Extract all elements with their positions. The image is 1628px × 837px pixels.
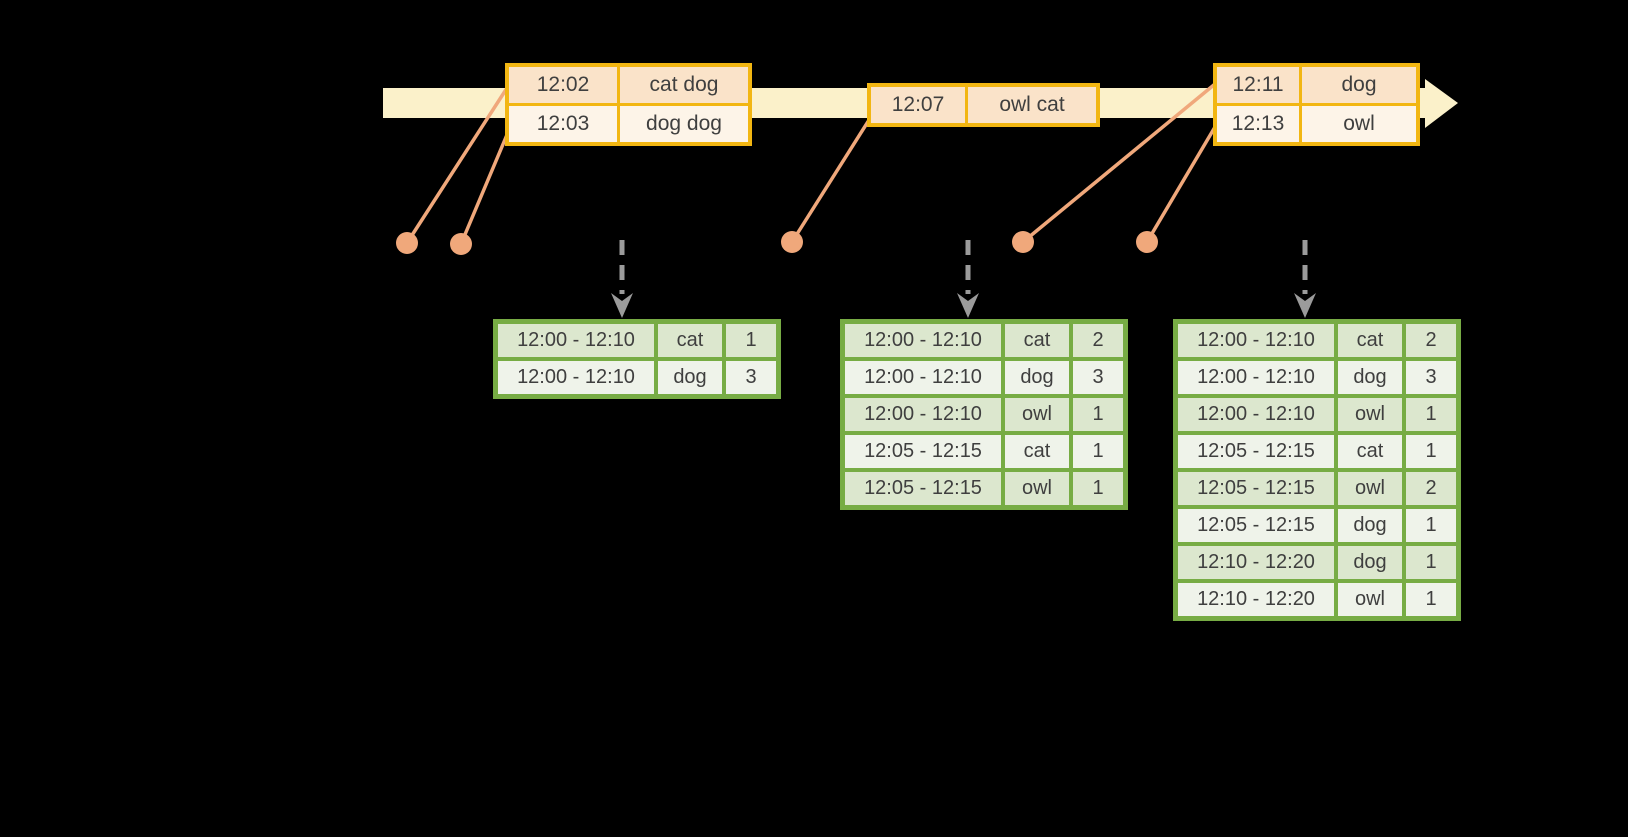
word-cell: dog [1001, 357, 1073, 398]
event-time-cell: 12:03 [505, 103, 620, 146]
result-row: 12:10 - 12:20 owl 1 [1173, 579, 1461, 621]
event-table-batch1: 12:02 cat dog 12:03 dog dog [505, 63, 752, 146]
result-table-2: 12:00 - 12:10 cat 2 12:00 - 12:10 dog 3 … [840, 319, 1128, 510]
result-table-1: 12:00 - 12:10 cat 1 12:00 - 12:10 dog 3 [493, 319, 781, 399]
window-cell: 12:10 - 12:20 [1173, 542, 1338, 583]
event-table-batch3: 12:11 dog 12:13 owl [1213, 63, 1420, 146]
event-connector-line [790, 119, 871, 243]
trigger-arrowhead-icon [611, 293, 633, 318]
result-row: 12:00 - 12:10 dog 3 [493, 357, 781, 399]
word-cell: owl [1001, 394, 1073, 435]
trigger-arrows [619, 240, 1308, 294]
result-row: 12:00 - 12:10 dog 3 [1173, 357, 1461, 398]
result-row: 12:05 - 12:15 cat 1 [1173, 431, 1461, 472]
word-cell: dog [1334, 505, 1406, 546]
count-cell: 1 [1402, 394, 1461, 435]
window-cell: 12:00 - 12:10 [493, 319, 658, 361]
event-words-cell: cat dog [617, 63, 752, 106]
event-time-cell: 12:13 [1213, 103, 1302, 146]
result-table-3: 12:00 - 12:10 cat 2 12:00 - 12:10 dog 3 … [1173, 319, 1461, 621]
event-connector-line [405, 87, 509, 244]
count-cell: 3 [1402, 357, 1461, 398]
event-row: 12:13 owl [1213, 103, 1420, 146]
word-cell: owl [1334, 394, 1406, 435]
event-words-cell: dog [1299, 63, 1420, 106]
event-words-cell: dog dog [617, 103, 752, 146]
result-row: 12:00 - 12:10 cat 2 [1173, 319, 1461, 361]
result-row: 12:05 - 12:15 owl 2 [1173, 468, 1461, 509]
event-connector-line [1145, 126, 1217, 243]
event-connectors [405, 82, 1217, 245]
event-row: 12:07 owl cat [867, 83, 1100, 127]
timeline-arrowhead-icon [1425, 79, 1458, 128]
word-cell: dog [1334, 542, 1406, 583]
word-cell: cat [1334, 431, 1406, 472]
event-words-cell: owl [1299, 103, 1420, 146]
word-cell: owl [1334, 579, 1406, 621]
result-row: 12:00 - 12:10 owl 1 [840, 394, 1128, 435]
count-cell: 1 [1069, 431, 1128, 472]
word-cell: owl [1001, 468, 1073, 510]
event-dot-icon [450, 233, 472, 255]
count-cell: 2 [1402, 319, 1461, 361]
count-cell: 3 [722, 357, 781, 399]
word-cell: owl [1334, 468, 1406, 509]
event-row: 12:03 dog dog [505, 103, 752, 146]
event-connector-line [1021, 82, 1217, 244]
window-cell: 12:05 - 12:15 [1173, 431, 1338, 472]
event-dot-icon [781, 231, 803, 253]
trigger-arrowhead-icon [957, 293, 979, 318]
result-row: 12:05 - 12:15 cat 1 [840, 431, 1128, 472]
window-cell: 12:05 - 12:15 [840, 431, 1005, 472]
window-cell: 12:00 - 12:10 [840, 357, 1005, 398]
event-time-cell: 12:11 [1213, 63, 1302, 106]
event-row: 12:11 dog [1213, 63, 1420, 106]
window-cell: 12:05 - 12:15 [1173, 468, 1338, 509]
event-table-batch2: 12:07 owl cat [867, 83, 1100, 127]
window-cell: 12:05 - 12:15 [1173, 505, 1338, 546]
result-row: 12:00 - 12:10 cat 1 [493, 319, 781, 361]
window-cell: 12:00 - 12:10 [1173, 319, 1338, 361]
event-words-cell: owl cat [965, 83, 1100, 127]
window-cell: 12:00 - 12:10 [840, 319, 1005, 361]
word-cell: cat [654, 319, 726, 361]
trigger-arrowhead-icon [1294, 293, 1316, 318]
word-cell: cat [1001, 319, 1073, 361]
event-dot-icon [396, 232, 418, 254]
count-cell: 2 [1069, 319, 1128, 361]
word-cell: dog [654, 357, 726, 399]
count-cell: 1 [1402, 431, 1461, 472]
event-time-cell: 12:02 [505, 63, 620, 106]
result-row: 12:10 - 12:20 dog 1 [1173, 542, 1461, 583]
count-cell: 1 [1069, 394, 1128, 435]
event-row: 12:02 cat dog [505, 63, 752, 106]
window-cell: 12:00 - 12:10 [840, 394, 1005, 435]
count-cell: 1 [1402, 505, 1461, 546]
word-cell: dog [1334, 357, 1406, 398]
count-cell: 1 [722, 319, 781, 361]
count-cell: 2 [1402, 468, 1461, 509]
result-row: 12:05 - 12:15 dog 1 [1173, 505, 1461, 546]
count-cell: 1 [1069, 468, 1128, 510]
event-dot-icon [1136, 231, 1158, 253]
window-cell: 12:00 - 12:10 [1173, 394, 1338, 435]
window-cell: 12:00 - 12:10 [1173, 357, 1338, 398]
count-cell: 3 [1069, 357, 1128, 398]
window-cell: 12:10 - 12:20 [1173, 579, 1338, 621]
result-row: 12:00 - 12:10 owl 1 [1173, 394, 1461, 435]
event-dot-icon [1012, 231, 1034, 253]
count-cell: 1 [1402, 579, 1461, 621]
event-connector-line [459, 129, 511, 245]
word-cell: cat [1334, 319, 1406, 361]
result-row: 12:00 - 12:10 dog 3 [840, 357, 1128, 398]
event-time-cell: 12:07 [867, 83, 968, 127]
window-cell: 12:05 - 12:15 [840, 468, 1005, 510]
window-cell: 12:00 - 12:10 [493, 357, 658, 399]
count-cell: 1 [1402, 542, 1461, 583]
event-dots [396, 231, 1158, 255]
trigger-arrowheads [611, 293, 1316, 318]
result-row: 12:00 - 12:10 cat 2 [840, 319, 1128, 361]
result-row: 12:05 - 12:15 owl 1 [840, 468, 1128, 510]
word-cell: cat [1001, 431, 1073, 472]
